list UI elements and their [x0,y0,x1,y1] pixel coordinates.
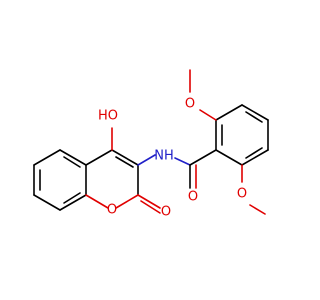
double-bond-inner [245,111,263,123]
dimethoxyphenyl-ring [189,69,269,215]
amide-nh-label: NH [154,149,174,164]
bond [115,194,139,209]
amide-linker [174,149,217,189]
bond [215,104,243,121]
ring-oxygen-label: O [107,203,117,218]
methoxy-bottom-oxygen-label: O [237,187,247,202]
molecule-structure: HO NH O O O O O [33,69,269,220]
coumarin-benzo-ring [33,149,87,211]
bond [59,149,87,166]
methoxy-top-oxygen-label: O [185,97,195,112]
bond [215,149,243,166]
double-bond [140,200,161,214]
bond [85,194,109,209]
bond [189,149,217,166]
hydroxyl-label: HO [98,109,118,124]
bond [199,109,217,121]
lactone-carbonyl-oxygen-label: O [161,205,171,220]
bond [33,194,61,211]
coumarin-pyranone-ring [85,127,161,214]
bond [59,194,87,211]
structure-canvas: HO NH O O O O O [33,69,269,220]
bond [137,194,161,209]
bond [174,157,191,166]
double-bond-inner [63,156,81,168]
double-bond-inner [115,156,134,168]
bond [137,154,156,166]
atom-labels: HO NH O O O O O [98,97,247,220]
bond [111,149,139,166]
bond [241,104,269,121]
bond [33,149,61,166]
bond [85,149,113,166]
amide-carbonyl-oxygen-label: O [188,190,198,205]
bond [241,149,269,166]
double-bond-inner [245,147,263,159]
double-bond-inner [63,192,81,204]
bond [249,204,266,215]
